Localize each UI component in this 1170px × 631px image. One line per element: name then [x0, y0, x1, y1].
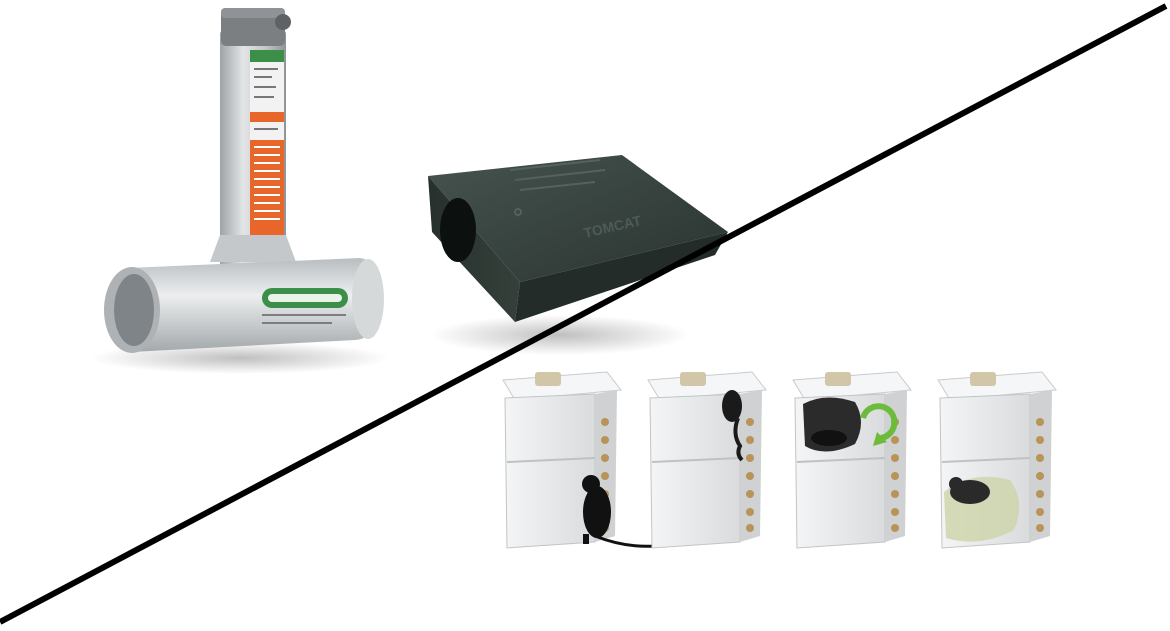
bait-box: TOMCAT: [428, 155, 728, 355]
diagonal-divider: [0, 3, 1168, 625]
rodent-icon: [811, 430, 847, 446]
rodent-icon: [722, 390, 744, 462]
rodent-icon: [582, 475, 656, 548]
trap-step-4: [937, 371, 1057, 549]
trap-step-3: [792, 371, 912, 549]
trap-step-2: [647, 371, 767, 549]
rotate-arrow-icon: [860, 403, 898, 446]
trap-step-1: [502, 371, 656, 549]
rodent-icon: [949, 477, 990, 504]
pipe-bait-station: [90, 8, 390, 374]
